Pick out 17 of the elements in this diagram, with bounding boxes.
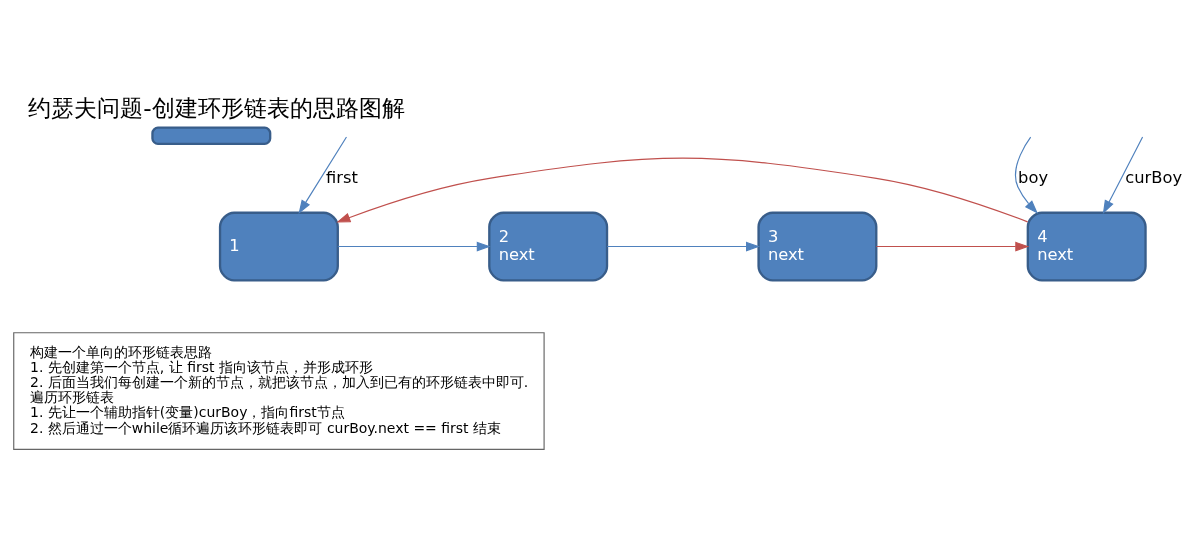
edge-label: curBoy	[1125, 167, 1183, 187]
edge-label: boy	[1018, 167, 1049, 187]
arrow	[337, 241, 491, 252]
edge-label: first	[325, 167, 358, 187]
arrow	[1014, 136, 1038, 214]
arrow	[336, 157, 1029, 223]
node-box: 1	[218, 211, 339, 282]
node-box: 4 next	[1026, 211, 1147, 282]
node-box	[151, 126, 272, 146]
arrow	[1102, 136, 1144, 215]
arrow	[875, 241, 1030, 252]
diagram-title: 约瑟夫问题-创建环形链表的思路图解	[28, 93, 405, 121]
node-box: 构建一个单向的环形链表思路 1. 先创建第一个节点, 让 first 指向该节点，并形成环形 2. 后面当我们每创建一个新的节点，就把该节点，加入到已有的环形链表中即可. 遍历环形链表 1. 先让一个辅助指针(变量)curBoy，指向first节点 2. 然后通过一个while循环遍历该环形链表即可 curBoy.next == first 结束	[13, 332, 545, 450]
node-box: 2 next	[488, 211, 609, 282]
arrow	[298, 136, 348, 215]
arrow	[606, 241, 761, 252]
node-box: 3 next	[757, 211, 878, 282]
